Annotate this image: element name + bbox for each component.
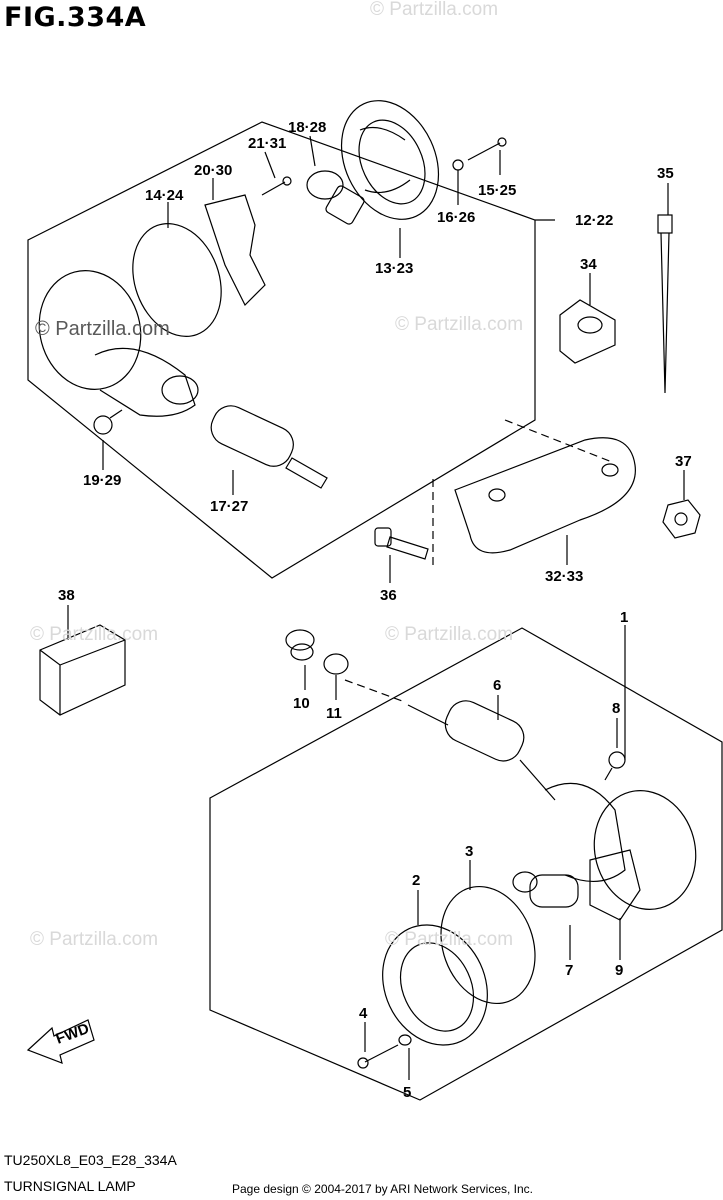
watermark: © Partzilla.com [30,929,158,950]
watermark: © Partzilla.com [370,0,498,20]
lower-assembly-frame [209,627,723,1101]
washer-5 [398,1034,412,1046]
callout-18-28: 18·28 [288,119,326,136]
watermark: © Partzilla.com [385,929,513,950]
callout-15-25: 15·25 [478,182,516,199]
callout-35: 35 [657,165,674,182]
bolt-36 [374,527,429,560]
callout-38: 38 [58,587,75,604]
bulb-7 [512,871,579,908]
grommet-10 [285,629,315,661]
screw-4 [357,1044,399,1069]
figure-title: FIG.334A [4,2,147,33]
screw-8 [604,751,626,781]
callout-10: 10 [293,695,310,712]
callout-7: 7 [565,962,573,979]
clamp-34 [559,299,616,364]
callout-19-29: 19·29 [83,472,121,489]
model-code: TU250XL8_E03_E28_334A [4,1152,177,1168]
gasket-3 [440,885,536,1005]
callout-1: 1 [620,609,628,626]
relay-38 [39,624,126,716]
callout-32-33: 32·33 [545,568,583,585]
callout-2: 2 [412,872,420,889]
lamp-housing-upper [38,270,199,417]
watermark: © Partzilla.com [385,624,513,645]
lens-2 [382,924,488,1046]
callout-34: 34 [580,256,597,273]
parts-diagram: FWD © Partzilla.com © Partzilla.com © Pa… [26,0,723,1101]
cable-tie-35 [657,214,673,394]
reflector-20-30 [204,194,266,307]
reflector-9 [589,849,641,921]
callout-20-30: 20·30 [194,162,232,179]
watermark: © Partzilla.com [395,314,523,335]
lens-13-23 [340,100,440,220]
callout-9: 9 [615,962,623,979]
callout-3: 3 [465,843,473,860]
bracket-32-33 [454,437,636,554]
screw-21-31 [261,176,292,196]
fwd-arrow [26,1019,95,1064]
callout-4: 4 [359,1005,368,1022]
washer-11 [323,653,349,675]
callout-36: 36 [380,587,397,604]
bulb-18-28 [306,170,365,225]
gasket-14-24 [132,223,222,337]
callout-21-31: 21·31 [248,135,286,152]
watermark: © Partzilla.com [30,624,158,645]
callout-14-24: 14·24 [145,187,184,204]
upper-assembly-frame [27,121,536,579]
socket-6 [407,700,556,801]
callout-13-23: 13·23 [375,260,413,277]
callout-8: 8 [612,700,620,717]
callout-12-22: 12·22 [575,212,613,229]
screw-19-29 [93,409,123,435]
nut-37 [662,499,701,539]
section-title: TURNSIGNAL LAMP [4,1178,136,1194]
callout-5: 5 [403,1084,411,1101]
copyright-notice: Page design © 2004-2017 by ARI Network S… [232,1182,534,1196]
callout-17-27: 17·27 [210,498,248,515]
lamp-housing-lower [544,782,697,910]
callout-11: 11 [326,705,342,722]
watermark-main: © Partzilla.com [35,318,170,340]
screw-15-25 [452,137,507,171]
callout-37: 37 [675,453,692,470]
callout-6: 6 [493,677,501,694]
callout-16-26: 16·26 [437,209,475,226]
socket-17-27 [210,405,328,489]
